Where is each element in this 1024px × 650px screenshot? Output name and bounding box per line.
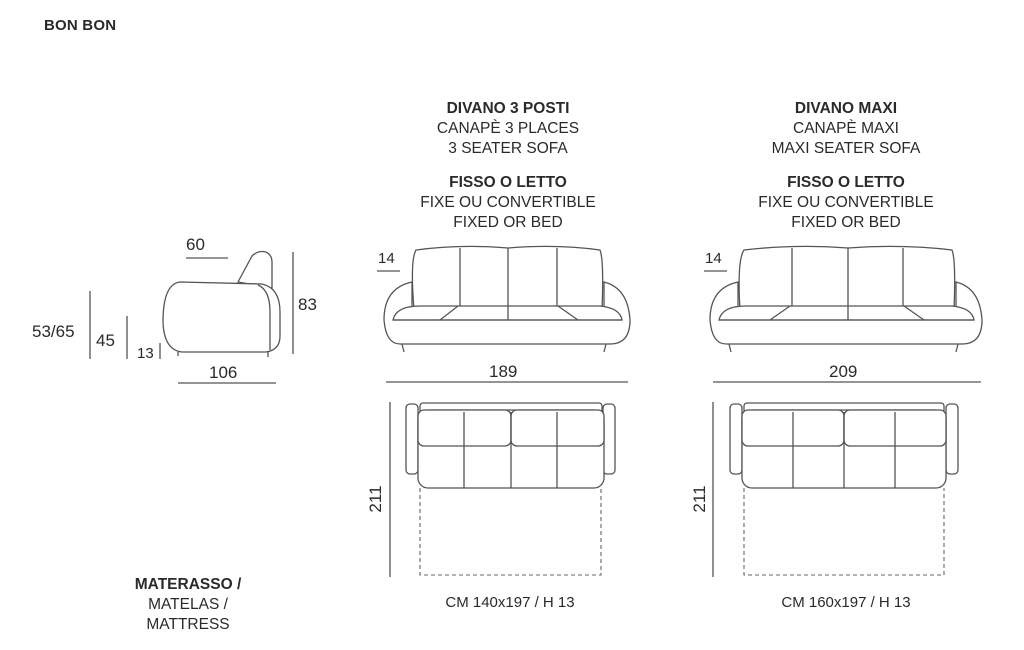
bed-extension-outline	[743, 488, 945, 576]
sofa-3-type-fr: FIXE OU CONVERTIBLE	[420, 194, 596, 211]
sofa-3-top-view	[389, 402, 616, 577]
mattress-label-it: MATERASSO /	[134, 576, 242, 593]
sofa-maxi-type-en: FIXED OR BED	[791, 214, 901, 231]
sofa-maxi-front-view	[704, 245, 983, 383]
sofa-3-back-depth-label: 14	[378, 250, 395, 267]
right-arm	[602, 403, 616, 475]
sofa-maxi-header: DIVANO MAXI CANAPÈ MAXI MAXI SEATER SOFA…	[716, 99, 976, 233]
sofa-maxi-type-fr: FIXE OU CONVERTIBLE	[758, 194, 934, 211]
armchair-depth-label: 60	[186, 235, 205, 254]
sofa-maxi-top-view	[712, 402, 959, 577]
armchair-backrest	[237, 250, 273, 289]
sofa-3-type-en: FIXED OR BED	[453, 214, 563, 231]
left-arm	[729, 403, 743, 475]
mattress-label: MATERASSO / MATELAS / MATTRESS	[58, 575, 318, 635]
armchair-width-label: 106	[209, 363, 238, 382]
brand-title: BON BON	[44, 17, 117, 34]
sofa-leg	[955, 343, 959, 353]
sofa-3-front-view	[377, 245, 631, 383]
sofa-maxi-back-depth-label: 14	[705, 250, 722, 267]
armchair-arm-line	[257, 284, 271, 350]
seat-seam	[903, 305, 925, 321]
mattress-label-fr: MATELAS /	[148, 596, 228, 613]
sofa-maxi-bed-length-label: 211	[690, 485, 709, 513]
sofa-maxi-mattress-size: CM 160x197 / H 13	[781, 594, 911, 611]
sofa-maxi-title-fr: CANAPÈ MAXI	[793, 120, 899, 137]
armchair-seat-height-label: 53/65	[32, 322, 75, 341]
sofa-seat-cushions	[718, 305, 975, 321]
sofa-maxi-title: DIVANO MAXI	[794, 100, 898, 117]
sofa-3-title-fr: CANAPÈ 3 PLACES	[436, 120, 580, 137]
sofa-3-width-label: 189	[489, 362, 518, 381]
seat-seam	[557, 305, 579, 321]
right-arm	[945, 403, 959, 475]
sofa-3-header: DIVANO 3 POSTI CANAPÈ 3 PLACES 3 SEATER …	[378, 99, 638, 233]
sofa-3-type: FISSO O LETTO	[449, 174, 567, 191]
armchair-arm-height-label: 45	[96, 331, 115, 350]
bed-extension-outline	[419, 488, 602, 576]
sofa-backrest	[738, 245, 956, 311]
sofa-leg	[401, 343, 405, 353]
armchair-side-view	[89, 250, 294, 384]
sofa-3-title-en: 3 SEATER SOFA	[448, 140, 568, 157]
sofa-maxi-width-label: 209	[829, 362, 858, 381]
armchair-body	[162, 281, 281, 353]
sofa-3-title: DIVANO 3 POSTI	[446, 100, 570, 117]
seat-seam	[769, 305, 791, 321]
sofa-leg	[728, 343, 732, 353]
sofa-maxi-type: FISSO O LETTO	[787, 174, 905, 191]
left-arm	[405, 403, 419, 475]
sofa-maxi-title-en: MAXI SEATER SOFA	[771, 140, 921, 157]
armchair-height-label: 83	[298, 295, 317, 314]
seat-seam	[439, 305, 459, 321]
sofa-3-mattress-size: CM 140x197 / H 13	[445, 594, 575, 611]
sofa-3-bed-length-label: 211	[366, 485, 385, 513]
armchair-leg-height-label: 13	[137, 345, 154, 362]
sofa-leg	[603, 343, 607, 353]
mattress-label-en: MATTRESS	[146, 616, 230, 633]
